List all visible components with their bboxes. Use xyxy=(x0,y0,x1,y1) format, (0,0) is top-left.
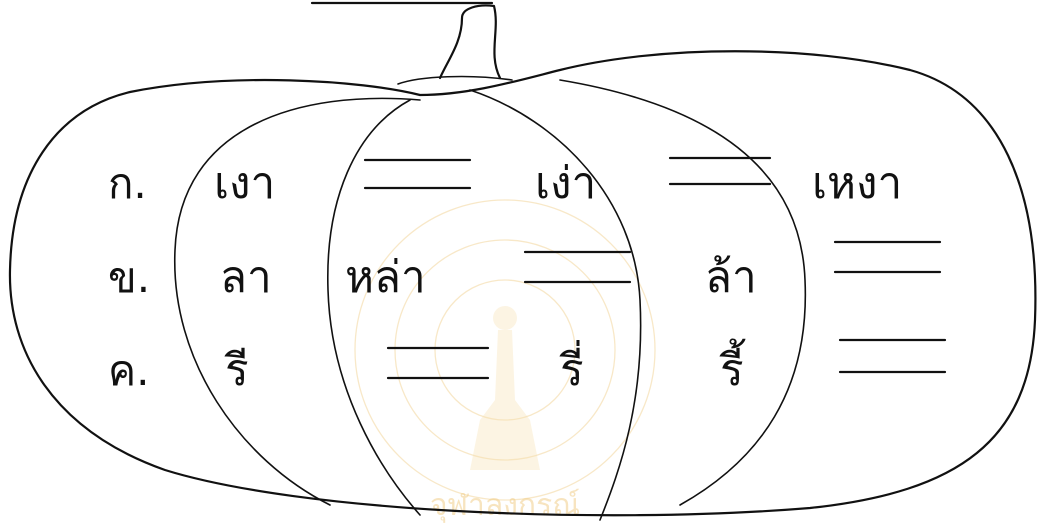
pumpkin-stem-base xyxy=(398,77,512,84)
pumpkin-lobe-center-left xyxy=(328,100,420,515)
pumpkin-stem xyxy=(440,6,500,79)
row1-word-2: เง่า xyxy=(535,158,596,209)
pumpkin-lobe-right xyxy=(560,80,805,505)
row1-word-1: เงา xyxy=(214,158,275,209)
watermark-seal: จุฬาลงกรณ์ xyxy=(355,200,655,524)
row3-blank-2[interactable] xyxy=(840,340,945,372)
row2-word-2: หล่า xyxy=(345,252,426,303)
row-label-2: ข. xyxy=(108,253,150,302)
row2-blank-2[interactable] xyxy=(835,242,940,272)
row1-blank-1[interactable] xyxy=(365,160,470,188)
row2-word-3: ล้า xyxy=(705,252,757,303)
row3-word-2: รี่ xyxy=(559,339,584,396)
row3-word-1: รี xyxy=(224,345,249,396)
row1-word-3: เหงา xyxy=(812,158,902,209)
row-label-1: ก. xyxy=(108,159,147,208)
row3-blank-1[interactable] xyxy=(388,348,488,378)
watermark-text: จุฬาลงกรณ์ xyxy=(430,488,580,524)
row-label-3: ค. xyxy=(108,346,149,395)
row2-word-1: ลา xyxy=(220,252,272,303)
row3-word-3: รี้ xyxy=(719,338,747,396)
